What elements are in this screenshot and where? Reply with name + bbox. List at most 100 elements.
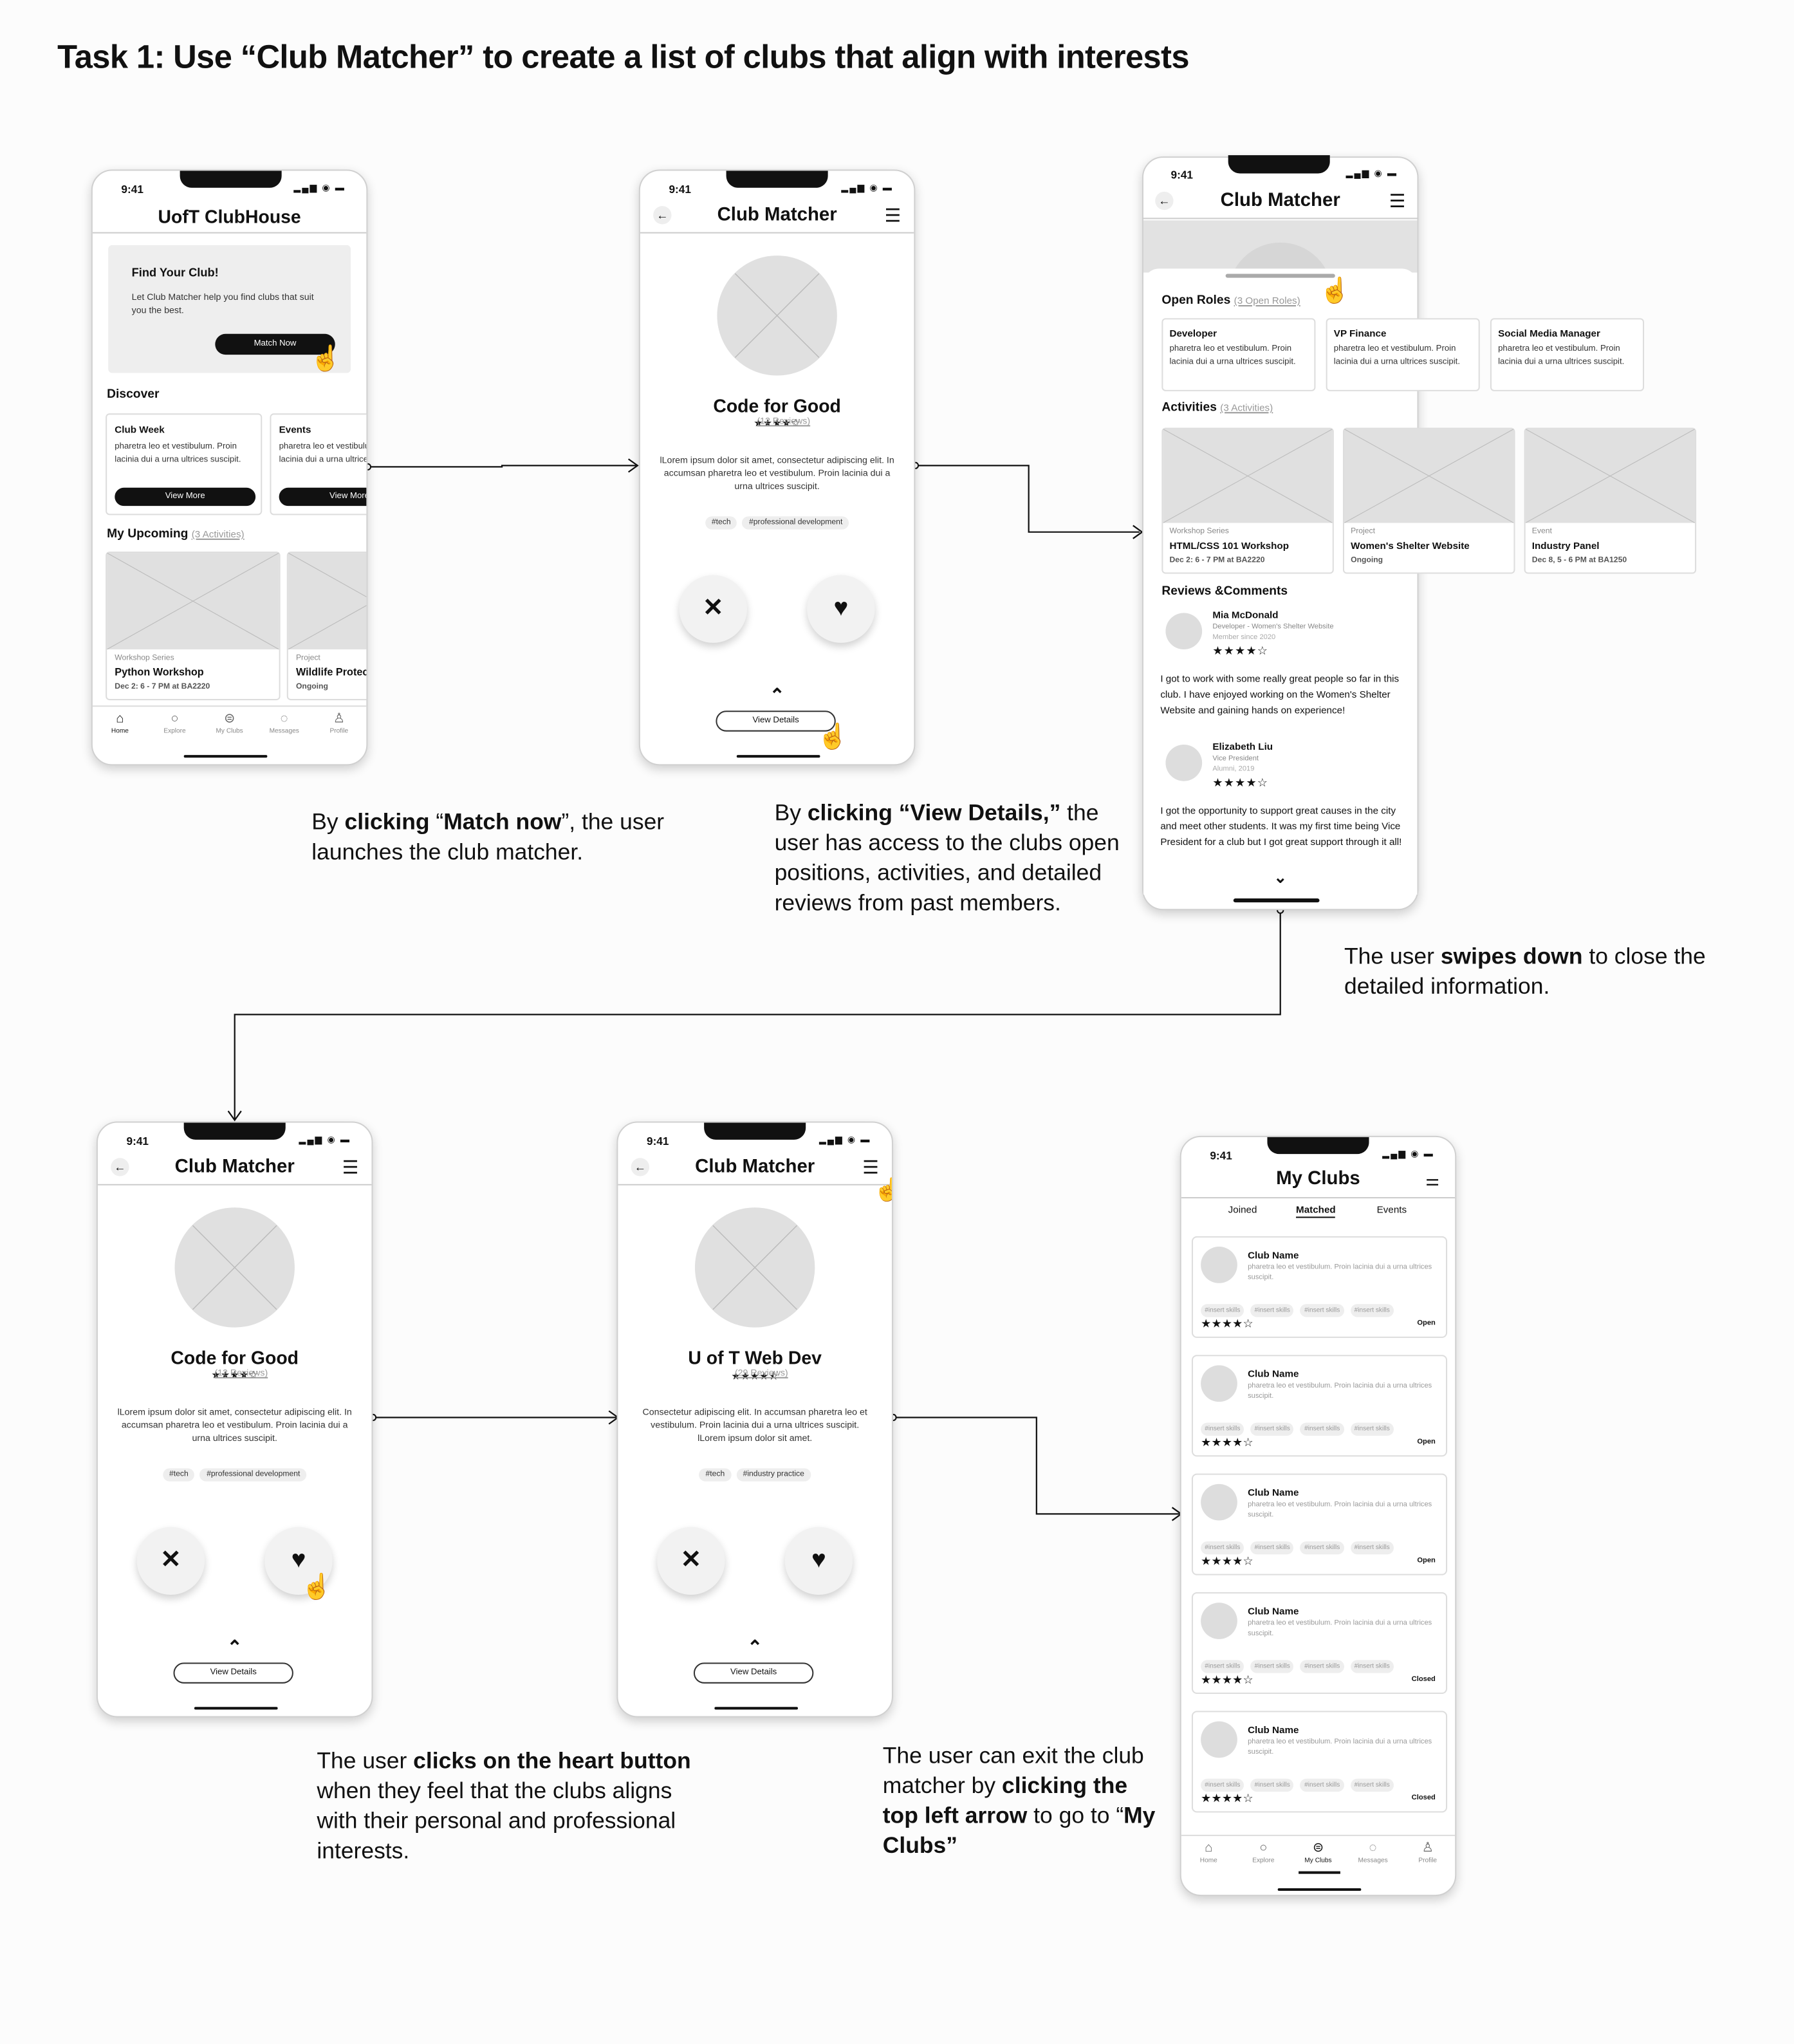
- nav-profile[interactable]: ♙Profile: [1403, 1841, 1452, 1864]
- back-arrow-icon[interactable]: ←: [631, 1158, 650, 1176]
- view-more-button[interactable]: View More: [115, 487, 256, 506]
- avatar: [1165, 613, 1203, 650]
- caption-swipe-down: The user swipes down to close the detail…: [1344, 942, 1706, 999]
- nav-home[interactable]: ⌂Home: [1184, 1841, 1234, 1864]
- caption-heart-button: The user clicks on the heart button when…: [317, 1747, 691, 1864]
- reject-button[interactable]: ✕: [136, 1527, 205, 1595]
- close-x-icon: ✕: [703, 594, 724, 622]
- nav-profile[interactable]: ♙Profile: [314, 712, 364, 735]
- back-arrow-icon[interactable]: ←: [1155, 191, 1174, 210]
- club-description: Consectetur adipiscing elit. In accumsan…: [642, 1408, 867, 1444]
- club-logo-placeholder: [174, 1207, 295, 1328]
- discover-card-club-week[interactable]: Club Week pharetra leo et vestibulum. Pr…: [106, 413, 263, 516]
- status-badge: Open: [1417, 1319, 1436, 1328]
- club-name: Club Name: [1248, 1486, 1299, 1499]
- nav-explore[interactable]: ○Explore: [1239, 1841, 1288, 1864]
- nav-my-clubs[interactable]: ⊜My Clubs: [205, 712, 254, 735]
- filter-icon[interactable]: ⚌: [1425, 1171, 1439, 1189]
- club-name: Club Name: [1248, 1249, 1299, 1261]
- club-rating: ★★★★☆: [1201, 1673, 1253, 1686]
- close-x-icon: ✕: [680, 1547, 702, 1574]
- club-avatar: [1201, 1247, 1237, 1283]
- chevron-up-icon[interactable]: ⌃: [227, 1636, 243, 1658]
- match-now-button[interactable]: Match Now: [215, 333, 335, 355]
- nav-messages[interactable]: ◌Messages: [259, 712, 309, 735]
- hand-cursor-icon: ☝: [1319, 277, 1351, 306]
- clubs-icon: ⊜: [224, 712, 236, 727]
- menu-icon[interactable]: ☰: [1389, 190, 1406, 212]
- chevron-up-icon[interactable]: ⌃: [747, 1636, 763, 1658]
- skill-tag: #insert skills: [1350, 1422, 1394, 1436]
- club-rating: ★★★★☆: [1201, 1435, 1253, 1449]
- tab-joined[interactable]: Joined: [1228, 1203, 1257, 1216]
- status-badge: Open: [1417, 1557, 1436, 1565]
- page-title: My Clubs: [1276, 1168, 1360, 1189]
- discover-heading: Discover: [107, 387, 160, 402]
- discover-card-events[interactable]: Events pharetra leo et vestibulum. Proin…: [270, 413, 367, 516]
- skill-tag: #insert skills: [1201, 1660, 1244, 1673]
- activity-card-industry-panel[interactable]: Event Industry Panel Dec 8, 5 - 6 PM at …: [1524, 427, 1697, 574]
- connector-5-6: [892, 1417, 1180, 1515]
- skill-tag: #insert skills: [1350, 1660, 1394, 1673]
- hand-cursor-icon: ☝: [301, 1574, 333, 1602]
- menu-icon[interactable]: ☰: [884, 205, 902, 226]
- like-button[interactable]: ♥: [784, 1527, 853, 1595]
- chevron-down-icon[interactable]: ⌄: [1273, 868, 1287, 887]
- nav-my-clubs[interactable]: ⊜My Clubs: [1293, 1841, 1343, 1864]
- connector-3-4: [234, 910, 1281, 1119]
- view-details-button[interactable]: View Details: [173, 1662, 293, 1684]
- upcoming-card-wildlife[interactable]: Project Wildlife Protection Ongoing: [286, 552, 367, 701]
- back-arrow-icon[interactable]: ←: [111, 1158, 129, 1176]
- view-details-button[interactable]: View Details: [716, 711, 836, 732]
- skill-tags: #insert skills#insert skills#insert skil…: [1201, 1532, 1443, 1556]
- club-description: pharetra leo et vestibulum. Proin lacini…: [1248, 1263, 1432, 1282]
- menu-icon[interactable]: ☰: [862, 1157, 879, 1178]
- close-x-icon: ✕: [160, 1547, 181, 1574]
- skill-tag: #insert skills: [1250, 1422, 1294, 1436]
- view-more-button[interactable]: View More: [279, 487, 367, 506]
- upcoming-heading: My Upcoming (3 Activities): [107, 526, 245, 541]
- activity-card-html-workshop[interactable]: Workshop Series HTML/CSS 101 Workshop De…: [1161, 427, 1334, 574]
- menu-icon[interactable]: ☰: [342, 1157, 359, 1178]
- skill-tag: #insert skills: [1250, 1304, 1294, 1317]
- reject-button[interactable]: ✕: [657, 1527, 725, 1595]
- reject-button[interactable]: ✕: [679, 575, 748, 643]
- screen-club-details: 9:41▂▄▆ ◉ ▬ ←Club Matcher☰ ☝ Open Roles …: [1142, 155, 1697, 911]
- tab-matched[interactable]: Matched: [1296, 1203, 1336, 1218]
- nav-explore[interactable]: ○Explore: [150, 712, 199, 735]
- skill-tags: #insert skills #insert skills #insert skil…: [1201, 1295, 1443, 1318]
- screen-club-matcher-code-for-good: 9:41▂▄▆ ◉ ▬ ←Club Matcher☰ Code for Good…: [638, 169, 916, 766]
- club-rating: ★★★★☆: [1201, 1791, 1253, 1805]
- tab-events[interactable]: Events: [1376, 1203, 1407, 1216]
- club-description: pharetra leo et vestibulum. Proin lacini…: [1248, 1619, 1432, 1638]
- connector-2-3: [915, 465, 1140, 533]
- hero-card: Find Your Club! Let Club Matcher help yo…: [108, 245, 351, 373]
- skill-tag: #insert skills: [1300, 1422, 1344, 1436]
- club-name: Code for Good: [171, 1347, 299, 1368]
- nav-home[interactable]: ⌂Home: [95, 712, 145, 735]
- like-button[interactable]: ♥: [264, 1527, 333, 1595]
- matched-club-card[interactable]: Club Name pharetra leo et vestibulum. Pro…: [1191, 1236, 1448, 1338]
- nav-messages[interactable]: ◌Messages: [1348, 1841, 1398, 1864]
- view-details-button[interactable]: View Details: [693, 1662, 814, 1684]
- like-button[interactable]: ♥: [807, 575, 875, 643]
- club-description: pharetra leo et vestibulum. Proin lacini…: [1248, 1738, 1432, 1757]
- upcoming-card-python[interactable]: Workshop Series Python Workshop Dec 2: 6…: [106, 552, 281, 701]
- skill-tag: #insert skills: [1300, 1304, 1344, 1317]
- club-rating: ★★★★☆: [1201, 1554, 1253, 1568]
- skill-tag: #insert skills: [1250, 1541, 1294, 1555]
- chevron-up-icon[interactable]: ⌃: [769, 684, 785, 706]
- reviews-heading: Reviews &Comments: [1161, 584, 1288, 599]
- activity-card-womens-shelter[interactable]: Project Women's Shelter Website Ongoing: [1342, 427, 1515, 574]
- club-rating: ★★★★⯪(29 Reviews): [731, 1369, 788, 1382]
- clubs-icon: ⊜: [1312, 1841, 1324, 1856]
- skill-tag: #insert skills: [1201, 1304, 1244, 1317]
- back-arrow-icon[interactable]: ←: [653, 206, 672, 225]
